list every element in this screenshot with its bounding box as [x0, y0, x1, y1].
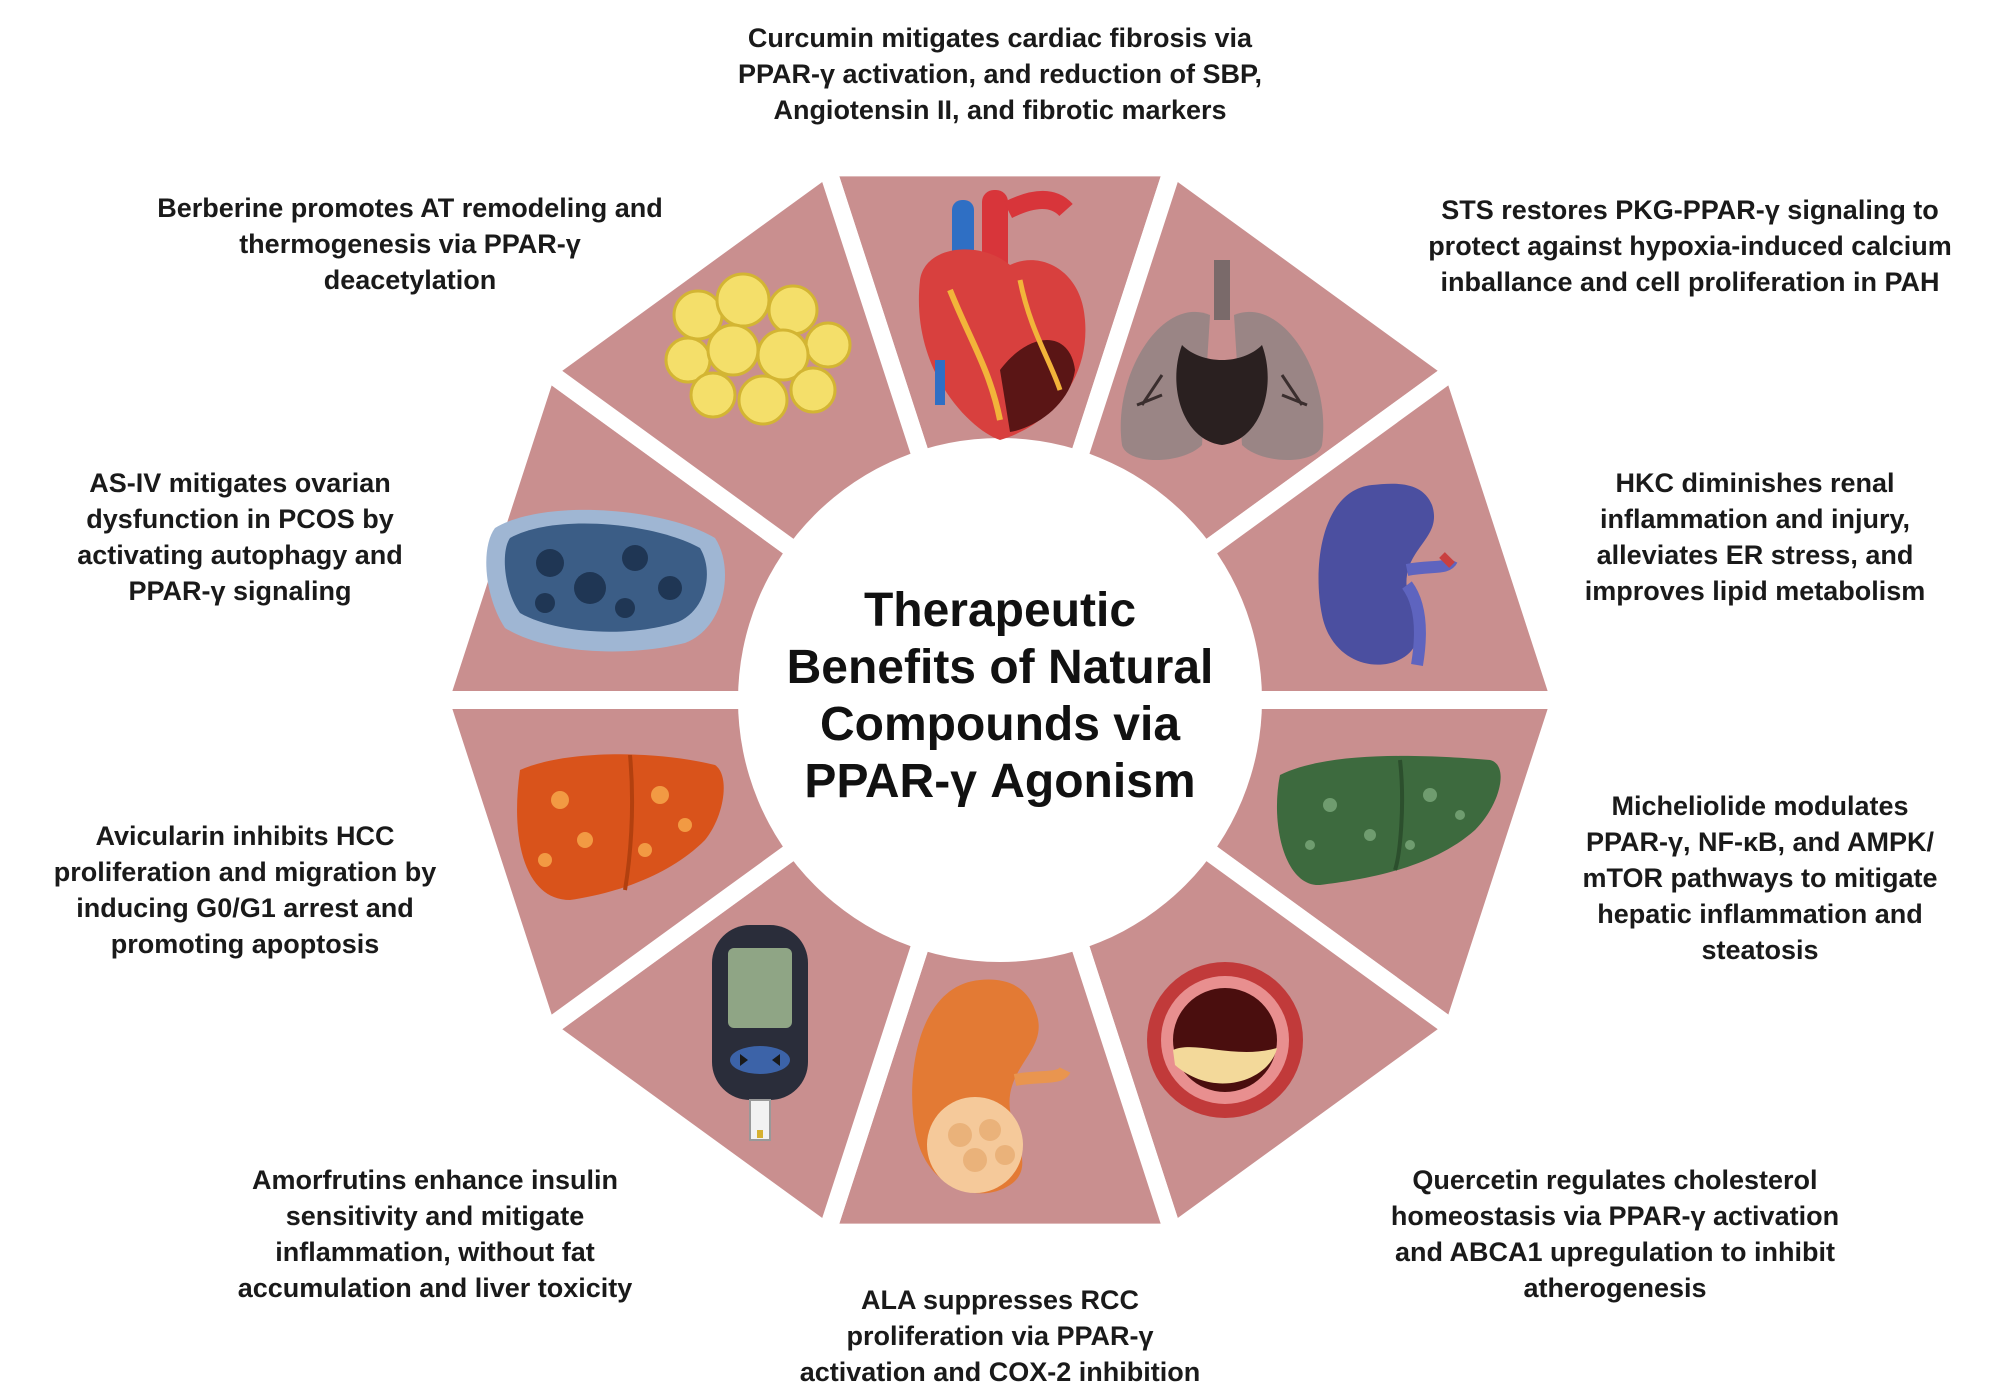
label-line: ALA suppresses RCC [860, 1285, 1140, 1315]
kidney-icon [1318, 483, 1458, 666]
label-line: Micheliolide modulates [1611, 791, 1909, 821]
label-line: PPAR-γ signaling [128, 576, 352, 606]
label-line: steatosis [1701, 935, 1819, 965]
label-line: dysfunction in PCOS by [86, 504, 394, 534]
label-line: homeostasis via PPAR-γ activation [1390, 1201, 1840, 1231]
label-line: Amorfrutins enhance insulin [251, 1165, 619, 1195]
label-line: PPAR-γ activation, and reduction of SBP, [737, 59, 1263, 89]
label-line: deacetylation [323, 265, 497, 295]
label-line: accumulation and liver toxicity [237, 1273, 633, 1303]
label-line: alleviates ER stress, and [1596, 540, 1914, 570]
label-line: proliferation via PPAR-γ [846, 1321, 1154, 1351]
center-disc [738, 438, 1262, 962]
label-line: Quercetin regulates cholesterol [1412, 1165, 1818, 1195]
liver-orange-icon [517, 754, 724, 900]
label-line: protect against hypoxia-induced calcium [1428, 231, 1952, 261]
glucose-meter-icon [712, 925, 808, 1141]
kidney-tumor-icon [912, 979, 1071, 1194]
label-line: Curcumin mitigates cardiac fibrosis via [747, 23, 1253, 53]
label-line: sensitivity and mitigate [285, 1201, 585, 1231]
label-line: inducing G0/G1 arrest and [76, 893, 414, 923]
label-berberine: Berberine promotes AT remodeling and the… [125, 190, 695, 298]
label-line: PPAR-γ, NF-κB, and AMPK/ [1585, 827, 1935, 857]
label-curcumin: Curcumin mitigates cardiac fibrosis via … [690, 20, 1310, 128]
label-line: HKC diminishes renal [1615, 468, 1895, 498]
label-line: Berberine promotes AT remodeling and [157, 193, 663, 223]
label-line: inflammation, without fat [275, 1237, 595, 1267]
adipose-tissue-icon [664, 272, 852, 426]
label-line: activation and COX-2 inhibition [799, 1357, 1201, 1387]
center-title-line: Therapeutic [863, 584, 1137, 637]
label-avicularin: Avicularin inhibits HCC proliferation an… [20, 818, 470, 962]
label-micheliolide: Micheliolide modulates PPAR-γ, NF-κB, an… [1530, 788, 1990, 968]
label-amorfrutins: Amorfrutins enhance insulin sensitivity … [185, 1162, 685, 1306]
center-title-line: PPAR-γ Agonism [804, 755, 1196, 808]
label-sts: STS restores PKG-PPAR-γ signaling to pro… [1395, 192, 1985, 300]
label-hkc: HKC diminishes renal inflammation and in… [1535, 465, 1975, 609]
heart-icon [918, 190, 1086, 440]
label-line: AS-IV mitigates ovarian [89, 468, 391, 498]
label-as-iv: AS-IV mitigates ovarian dysfunction in P… [30, 465, 450, 609]
label-line: Angiotensin II, and fibrotic markers [773, 95, 1227, 125]
artery-plaque-icon [1147, 962, 1303, 1118]
ovary-icon [486, 509, 725, 652]
label-line: proliferation and migration by [53, 857, 437, 887]
label-line: hepatic inflammation and [1597, 899, 1923, 929]
label-line: activating autophagy and [77, 540, 403, 570]
label-line: improves lipid metabolism [1584, 576, 1926, 606]
label-quercetin: Quercetin regulates cholesterol homeosta… [1350, 1162, 1880, 1306]
label-line: atherogenesis [1523, 1273, 1707, 1303]
liver-green-icon [1276, 755, 1501, 886]
label-ala: ALA suppresses RCC proliferation via PPA… [750, 1282, 1250, 1390]
label-line: Avicularin inhibits HCC [95, 821, 395, 851]
label-line: mTOR pathways to mitigate [1582, 863, 1938, 893]
center-title: Therapeutic Benefits of Natural Compound… [750, 582, 1250, 810]
label-line: thermogenesis via PPAR-γ [239, 229, 581, 259]
label-line: inballance and cell proliferation in PAH [1440, 267, 1940, 297]
label-line: promoting apoptosis [110, 929, 380, 959]
label-line: and ABCA1 upregulation to inhibit [1395, 1237, 1835, 1267]
center-title-line: Compounds via [819, 698, 1181, 751]
label-line: STS restores PKG-PPAR-γ signaling to [1441, 195, 1939, 225]
center-title-line: Benefits of Natural [786, 641, 1214, 694]
label-line: inflammation and injury, [1599, 504, 1911, 534]
lungs-icon [1120, 260, 1324, 460]
